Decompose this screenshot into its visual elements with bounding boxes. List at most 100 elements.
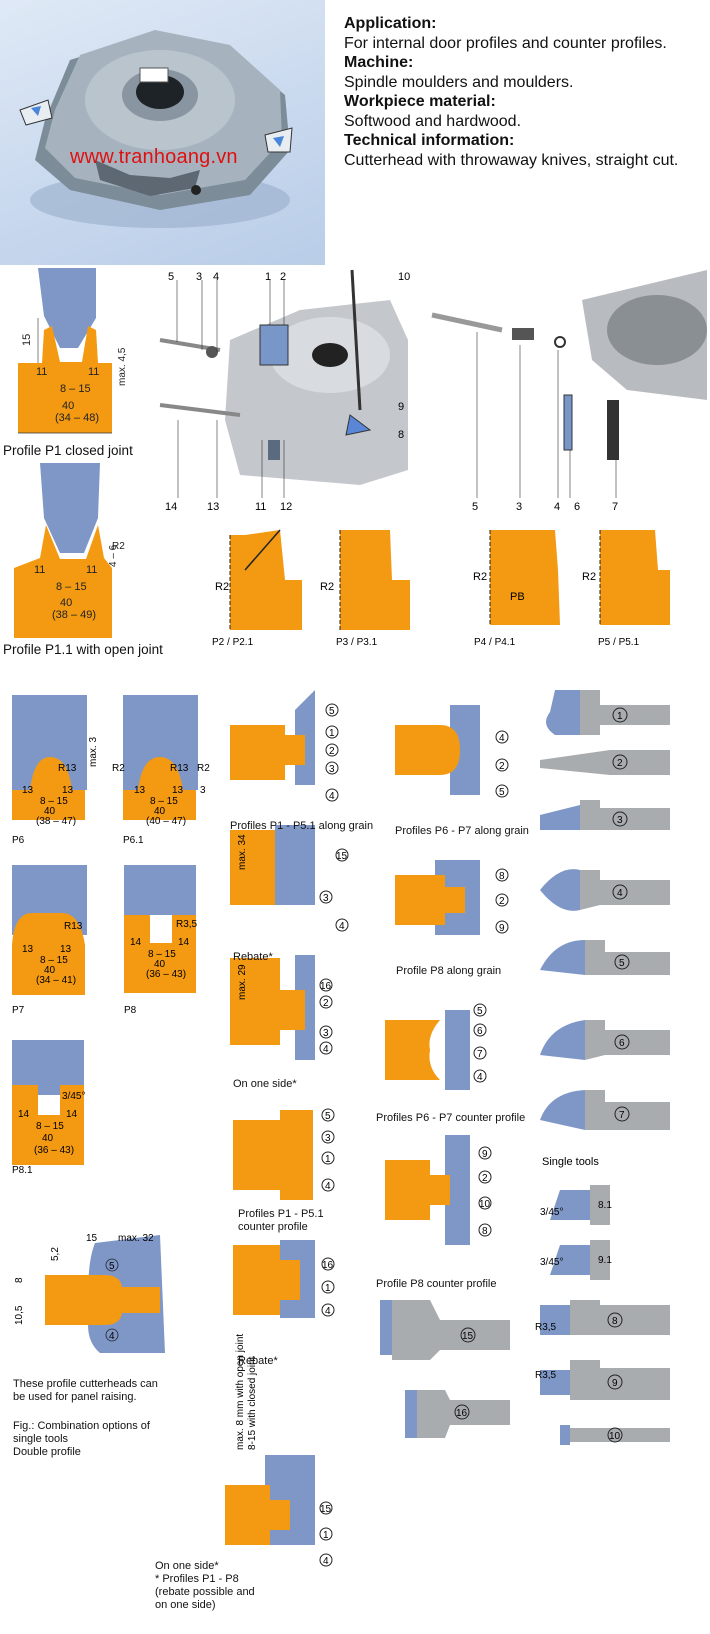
hero-image: www.tranhoang.vn bbox=[0, 0, 325, 265]
oneside-max29: max. 29 bbox=[237, 964, 248, 1000]
tool-91: 3/45° 9.1 bbox=[540, 1240, 612, 1280]
st-10: 10 bbox=[609, 1431, 621, 1442]
m-c27: 7 bbox=[477, 1049, 483, 1060]
m-os4: 4 bbox=[323, 1556, 329, 1567]
st-9-r35: R3,5 bbox=[535, 1370, 557, 1381]
p81-14a: 14 bbox=[18, 1109, 30, 1120]
p61-4047: (40 – 47) bbox=[146, 816, 186, 827]
caption-counter1-a: Profiles P1 - P5.1 bbox=[238, 1208, 324, 1220]
caption-single: Single tools bbox=[542, 1156, 599, 1168]
part-8: 8 bbox=[398, 429, 404, 441]
dim-52: 5,2 bbox=[50, 1247, 61, 1261]
dim-815b: 8 – 15 bbox=[56, 581, 87, 593]
p7-3441: (34 – 41) bbox=[36, 975, 76, 986]
profile-p2: R2 P2 / P2.1 bbox=[212, 529, 302, 648]
along-grain-p6-p7: 4 2 5 bbox=[395, 705, 509, 798]
caption-counter1-b: counter profile bbox=[238, 1221, 308, 1233]
m-p8c8: 8 bbox=[482, 1226, 488, 1237]
on-one-side-2: max. 8 mm with open joint 8-15 with clos… bbox=[225, 1334, 333, 1567]
caption-p6: P6 bbox=[12, 835, 25, 846]
vert-text-1: max. 8 mm with open joint bbox=[235, 1334, 246, 1450]
p7-13a: 13 bbox=[22, 944, 34, 955]
panel-line2: be used for panel raising. bbox=[13, 1391, 137, 1403]
profiles-p6-p8: R13 13 13 8 – 15 40 (38 – 47) max. 3 P6 … bbox=[12, 695, 210, 1176]
p7-40: 40 bbox=[44, 965, 56, 976]
st-8: 8 bbox=[612, 1316, 618, 1327]
part-3: 3 bbox=[196, 271, 202, 283]
part-9: 9 bbox=[398, 401, 404, 413]
caption-along1: Profiles P1 - P5.1 along grain bbox=[230, 820, 374, 832]
dim-max32: max. 32 bbox=[118, 1233, 154, 1244]
st-6: 6 bbox=[619, 1038, 625, 1049]
dim-40b: 40 bbox=[60, 597, 72, 609]
tool-9: R3,5 9 bbox=[535, 1360, 670, 1400]
cutterhead-photo bbox=[19, 30, 293, 228]
m-a2: 2 bbox=[329, 746, 335, 757]
note-line1: * Profiles P1 - P8 bbox=[155, 1573, 239, 1585]
material-heading: Workpiece material: bbox=[344, 93, 496, 110]
note-block: On one side* * Profiles P1 - P8 (rebate … bbox=[155, 1560, 255, 1612]
part-4: 4 bbox=[213, 271, 219, 283]
dim-11b: 11 bbox=[88, 366, 99, 378]
caption-oneside1: On one side* bbox=[233, 1078, 297, 1090]
caption-rebate1: Rebate* bbox=[233, 951, 273, 963]
m-r3: 3 bbox=[323, 893, 329, 904]
caption-p11: Profile P1.1 with open joint bbox=[3, 642, 163, 657]
m-c25: 5 bbox=[477, 1006, 483, 1017]
p6-max3: max. 3 bbox=[88, 737, 99, 767]
m-a5: 5 bbox=[329, 706, 335, 717]
m-os15: 15 bbox=[320, 1504, 332, 1515]
st-8-r35: R3,5 bbox=[535, 1322, 557, 1333]
part-2: 2 bbox=[280, 271, 286, 283]
st-81: 8.1 bbox=[598, 1200, 612, 1211]
marker-d4: 4 bbox=[109, 1331, 115, 1342]
m-o2: 2 bbox=[323, 998, 329, 1009]
dim-46: 4 – 6 bbox=[108, 544, 119, 567]
p8-14b: 14 bbox=[178, 937, 190, 948]
p81-815: 8 – 15 bbox=[36, 1121, 64, 1132]
exploded-view-left: 5 3 4 1 2 10 9 8 14 13 11 12 bbox=[159, 269, 410, 513]
tool-10: 10 bbox=[560, 1425, 670, 1445]
bottom-tools: 15 16 bbox=[380, 1300, 510, 1438]
caption-counter2: Profiles P6 - P7 counter profile bbox=[376, 1112, 526, 1124]
tech-text: Cutterhead with throwaway knives, straig… bbox=[344, 151, 679, 169]
m-p8a9: 9 bbox=[499, 923, 505, 934]
m-c4: 4 bbox=[325, 1181, 331, 1192]
m-rb16: 16 bbox=[322, 1260, 334, 1271]
profile-p3: R2 P3 / P3.1 bbox=[320, 530, 410, 648]
st-91: 9.1 bbox=[598, 1255, 612, 1266]
st-3: 3 bbox=[617, 815, 623, 826]
st-2: 2 bbox=[617, 758, 623, 769]
watermark: www.tranhoang.vn bbox=[70, 146, 238, 168]
profile-p5: R2 P5 / P5.1 bbox=[582, 530, 670, 648]
p81-40: 40 bbox=[42, 1133, 54, 1144]
profile-p4: R2 PB P4 / P4.1 bbox=[473, 530, 560, 648]
m-p8c2: 2 bbox=[482, 1173, 488, 1184]
caption-p1: Profile P1 closed joint bbox=[3, 443, 133, 458]
material-text: Softwood and hardwood. bbox=[344, 112, 522, 130]
m-c5: 5 bbox=[325, 1111, 331, 1122]
caption-p3: P3 / P3.1 bbox=[336, 637, 378, 648]
tool-1: 1 bbox=[546, 690, 670, 735]
p61-r13: R13 bbox=[170, 763, 189, 774]
m-o16: 16 bbox=[320, 981, 332, 992]
tool-4: 4 bbox=[540, 869, 670, 911]
profile-p7: R13 13 13 8 – 15 40 (34 – 41) P7 bbox=[12, 865, 87, 1016]
st-7: 7 bbox=[619, 1110, 625, 1121]
m-p8a8: 8 bbox=[499, 871, 505, 882]
m-os1: 1 bbox=[323, 1530, 329, 1541]
tool-6: 6 bbox=[540, 1020, 670, 1060]
caption-p5: P5 / P5.1 bbox=[598, 637, 640, 648]
p7-r13: R13 bbox=[64, 921, 83, 932]
p4-pb: PB bbox=[510, 591, 525, 603]
st-1: 1 bbox=[617, 711, 623, 722]
p61-815: 8 – 15 bbox=[150, 796, 178, 807]
p7-13b: 13 bbox=[60, 944, 72, 955]
p61-40: 40 bbox=[154, 806, 166, 817]
p5-r2: R2 bbox=[582, 571, 596, 583]
p8-815: 8 – 15 bbox=[148, 949, 176, 960]
p6-13a: 13 bbox=[22, 785, 34, 796]
application-heading: Application: bbox=[344, 15, 437, 32]
marker-d5: 5 bbox=[109, 1261, 115, 1272]
p61-r2b: R2 bbox=[197, 763, 210, 774]
